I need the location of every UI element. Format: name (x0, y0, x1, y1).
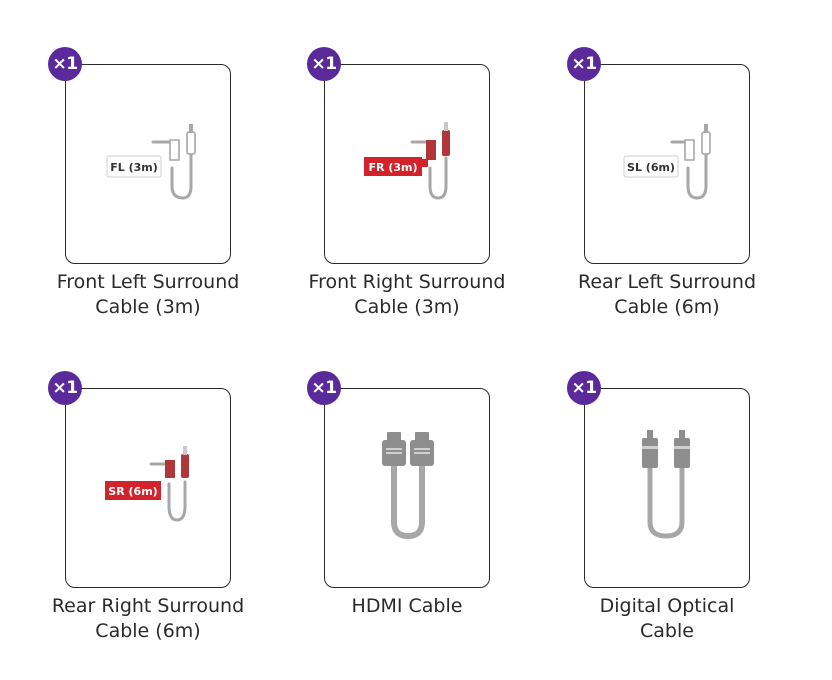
caption-line-1: Rear Right Surround (51, 595, 245, 617)
cable-card (324, 388, 490, 588)
caption-line-2: Cable (6m) (614, 296, 720, 318)
cable-tag: SL (6m) (627, 161, 675, 174)
cable-caption: Front Left Surround Cable (3m) (25, 270, 271, 320)
rca-cable-red-icon: SR (6m) (105, 446, 189, 522)
rca-cable-red-icon: FR (3m) (364, 122, 450, 200)
cable-caption: Rear Right Surround Cable (6m) (25, 594, 271, 644)
caption-line-1: Front Right Surround (308, 271, 506, 293)
quantity-badge: ×1 (567, 371, 601, 405)
caption-line-2: Cable (6m) (95, 620, 201, 642)
cable-card (584, 388, 750, 588)
caption-line-2: Cable (3m) (354, 296, 460, 318)
caption-line-1: Rear Left Surround (577, 271, 757, 293)
optical-cable-icon (642, 430, 690, 539)
cable-caption: Front Right Surround Cable (3m) (284, 270, 530, 320)
hdmi-cable-icon (382, 432, 434, 540)
cable-caption: Digital Optical Cable (544, 594, 790, 644)
quantity-badge: ×1 (307, 371, 341, 405)
quantity-badge: ×1 (48, 371, 82, 405)
quantity-badge: ×1 (567, 47, 601, 81)
rca-cable-gray-icon: SL (6m) (623, 124, 711, 200)
rca-cable-gray-icon: FL (3m) (106, 124, 196, 200)
cable-tag: FR (3m) (369, 161, 418, 174)
caption-line-1: Front Left Surround (56, 271, 240, 293)
quantity-badge: ×1 (48, 47, 82, 81)
quantity-badge: ×1 (307, 47, 341, 81)
cable-tag: SR (6m) (108, 485, 157, 498)
cable-tag: FL (3m) (110, 161, 158, 174)
cable-caption: HDMI Cable (284, 594, 530, 619)
cable-caption: Rear Left Surround Cable (6m) (544, 270, 790, 320)
caption-line-2: Cable (3m) (95, 296, 201, 318)
caption-line-1: Digital Optical (599, 595, 735, 617)
caption-line-2: Cable (640, 620, 694, 642)
caption-line-1: HDMI Cable (351, 595, 463, 617)
